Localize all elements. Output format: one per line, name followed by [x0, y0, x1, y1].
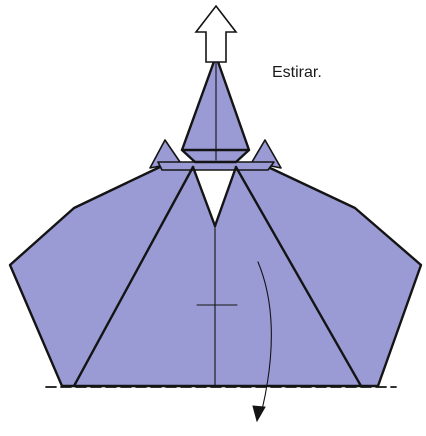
left-inner-edge [191, 165, 217, 228]
right-inner-edge [213, 165, 238, 228]
pull-up-arrow-icon [194, 4, 238, 63]
right-diagonal-fold [234, 165, 363, 388]
fold-direction-arrow-icon [257, 261, 272, 411]
fold-direction-arrowhead [252, 405, 266, 423]
left-diagonal-fold [72, 165, 195, 388]
instruction-label: Estirar. [272, 64, 322, 81]
